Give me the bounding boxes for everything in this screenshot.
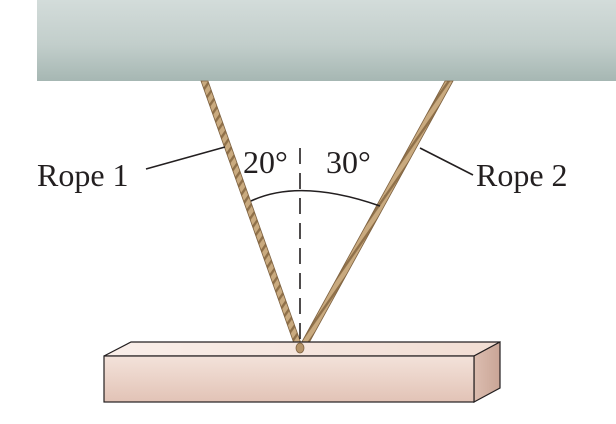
wooden-block — [103, 340, 501, 404]
rope-2 — [297, 80, 454, 353]
angle-left-label: 20° — [243, 144, 288, 180]
angle-arc — [250, 189, 381, 207]
rope-knot — [295, 342, 305, 354]
ceiling — [37, 0, 616, 81]
angle-right-label: 30° — [326, 144, 371, 180]
rope-2-leader-line — [419, 147, 474, 176]
rope-1-label: Rope 1 — [37, 157, 129, 193]
rope-1 — [200, 80, 304, 353]
rope-2-label: Rope 2 — [476, 157, 568, 193]
rope-1-leader-line — [145, 146, 226, 170]
block-front-face — [103, 355, 475, 403]
